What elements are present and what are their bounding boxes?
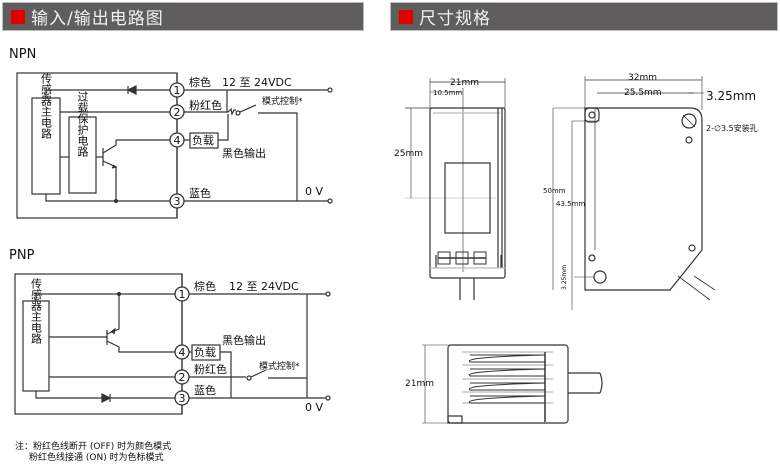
dim-mount-holes: 2-∅3.5安装孔 — [706, 123, 758, 133]
pnp-black-output-label: 黑色输出 — [222, 333, 266, 347]
dim-total-height: 50mm — [543, 187, 566, 195]
npn-wire-1 — [45, 89, 172, 98]
npn-0v-label: 0 V — [305, 185, 323, 198]
npn-pink-label: 粉红色 — [189, 98, 222, 112]
npn-diode-icon — [126, 85, 137, 95]
pnp-mode-label: 模式控制* — [259, 360, 300, 372]
npn-supply-label: 12 至 24VDC — [222, 76, 292, 89]
pnp-transistor-icon — [106, 291, 177, 353]
npn-main-circuit-label: 传感器主电路 — [40, 73, 53, 140]
npn-pin-3-label: 3 — [174, 195, 181, 208]
npn-protection-box — [68, 116, 97, 194]
pnp-diode-icon — [101, 393, 112, 403]
npn-transistor-icon — [102, 140, 119, 204]
pnp-blue-label: 蓝色 — [194, 383, 216, 397]
pnp-pin-2-label: 2 — [179, 371, 186, 384]
section-header-dimensions: 尺寸规格 — [390, 2, 778, 31]
npn-blue-label: 蓝色 — [189, 186, 211, 200]
red-square-icon — [399, 9, 413, 24]
dim-hole-height: 43.5mm — [556, 200, 585, 208]
npn-black-output-label: 黑色输出 — [222, 146, 266, 160]
dim-front-half: 10.5mm — [433, 89, 462, 97]
npn-protection-label: 过载保护电路 — [76, 91, 89, 158]
pnp-pin-1-label: 1 — [179, 288, 186, 301]
top-view-body — [447, 344, 569, 424]
section-header-circuit: 输入/输出电路图 — [2, 2, 364, 31]
npn-wire-3 — [45, 194, 172, 202]
side-view-body — [584, 107, 703, 291]
top-view-drawing: 21mm — [405, 344, 603, 424]
npn-brown-label: 棕色 — [189, 75, 211, 89]
dim-front-width: 21mm — [450, 78, 479, 88]
npn-pin-4-label: 4 — [174, 134, 181, 147]
dim-side-width: 32mm — [628, 73, 657, 83]
pnp-circuit: PNP 传感器主电路 1 4 2 3 — [9, 248, 331, 415]
dim-hole-offset: 3.25mm — [706, 89, 756, 103]
side-view-drawing: 32mm 25.5mm 3.25mm 2-∅3.5安装孔 50mm 43.5mm… — [543, 73, 758, 310]
dim-front-height: 25mm — [394, 149, 423, 159]
pnp-pink-label: 粉红色 — [194, 362, 227, 376]
npn-pin-1-label: 1 — [174, 84, 181, 97]
note-line-2: 粉红色线接通 (ON) 时为色标模式 — [29, 451, 164, 463]
front-view-window — [444, 162, 491, 234]
npn-load-label: 负载 — [192, 133, 214, 147]
pnp-brown-label: 棕色 — [194, 279, 216, 293]
pnp-pin-3-label: 3 — [179, 392, 186, 405]
pnp-wire-3 — [35, 391, 177, 399]
pnp-supply-label: 12 至 24VDC — [229, 280, 299, 293]
section-title-circuit: 输入/输出电路图 — [31, 9, 164, 29]
npn-circuit: NPN 传感器主电路 过载保护电路 — [9, 47, 333, 219]
note-line-1: 注：粉红色线断开 (OFF) 时为颜色模式 — [15, 440, 171, 452]
dim-bottom-offset: 3.25mm — [561, 265, 568, 290]
pnp-label: PNP — [9, 248, 35, 263]
dim-hole-spacing: 25.5mm — [624, 88, 662, 98]
npn-label: NPN — [9, 47, 36, 62]
pnp-main-circuit-label: 传感器主电路 — [30, 278, 43, 345]
pnp-load-label: 负载 — [194, 345, 216, 359]
red-square-icon — [11, 9, 25, 24]
npn-mode-label: 模式控制* — [262, 95, 303, 107]
dim-top-view-height: 21mm — [405, 379, 434, 389]
front-view-drawing: 21mm 10.5mm 25mm — [394, 78, 506, 300]
pnp-wire-1 — [35, 293, 177, 301]
section-title-dimensions: 尺寸规格 — [419, 9, 491, 29]
pnp-pin-4-label: 4 — [179, 346, 186, 359]
pnp-0v-label: 0 V — [305, 401, 323, 414]
npn-pin-2-label: 2 — [174, 106, 181, 119]
